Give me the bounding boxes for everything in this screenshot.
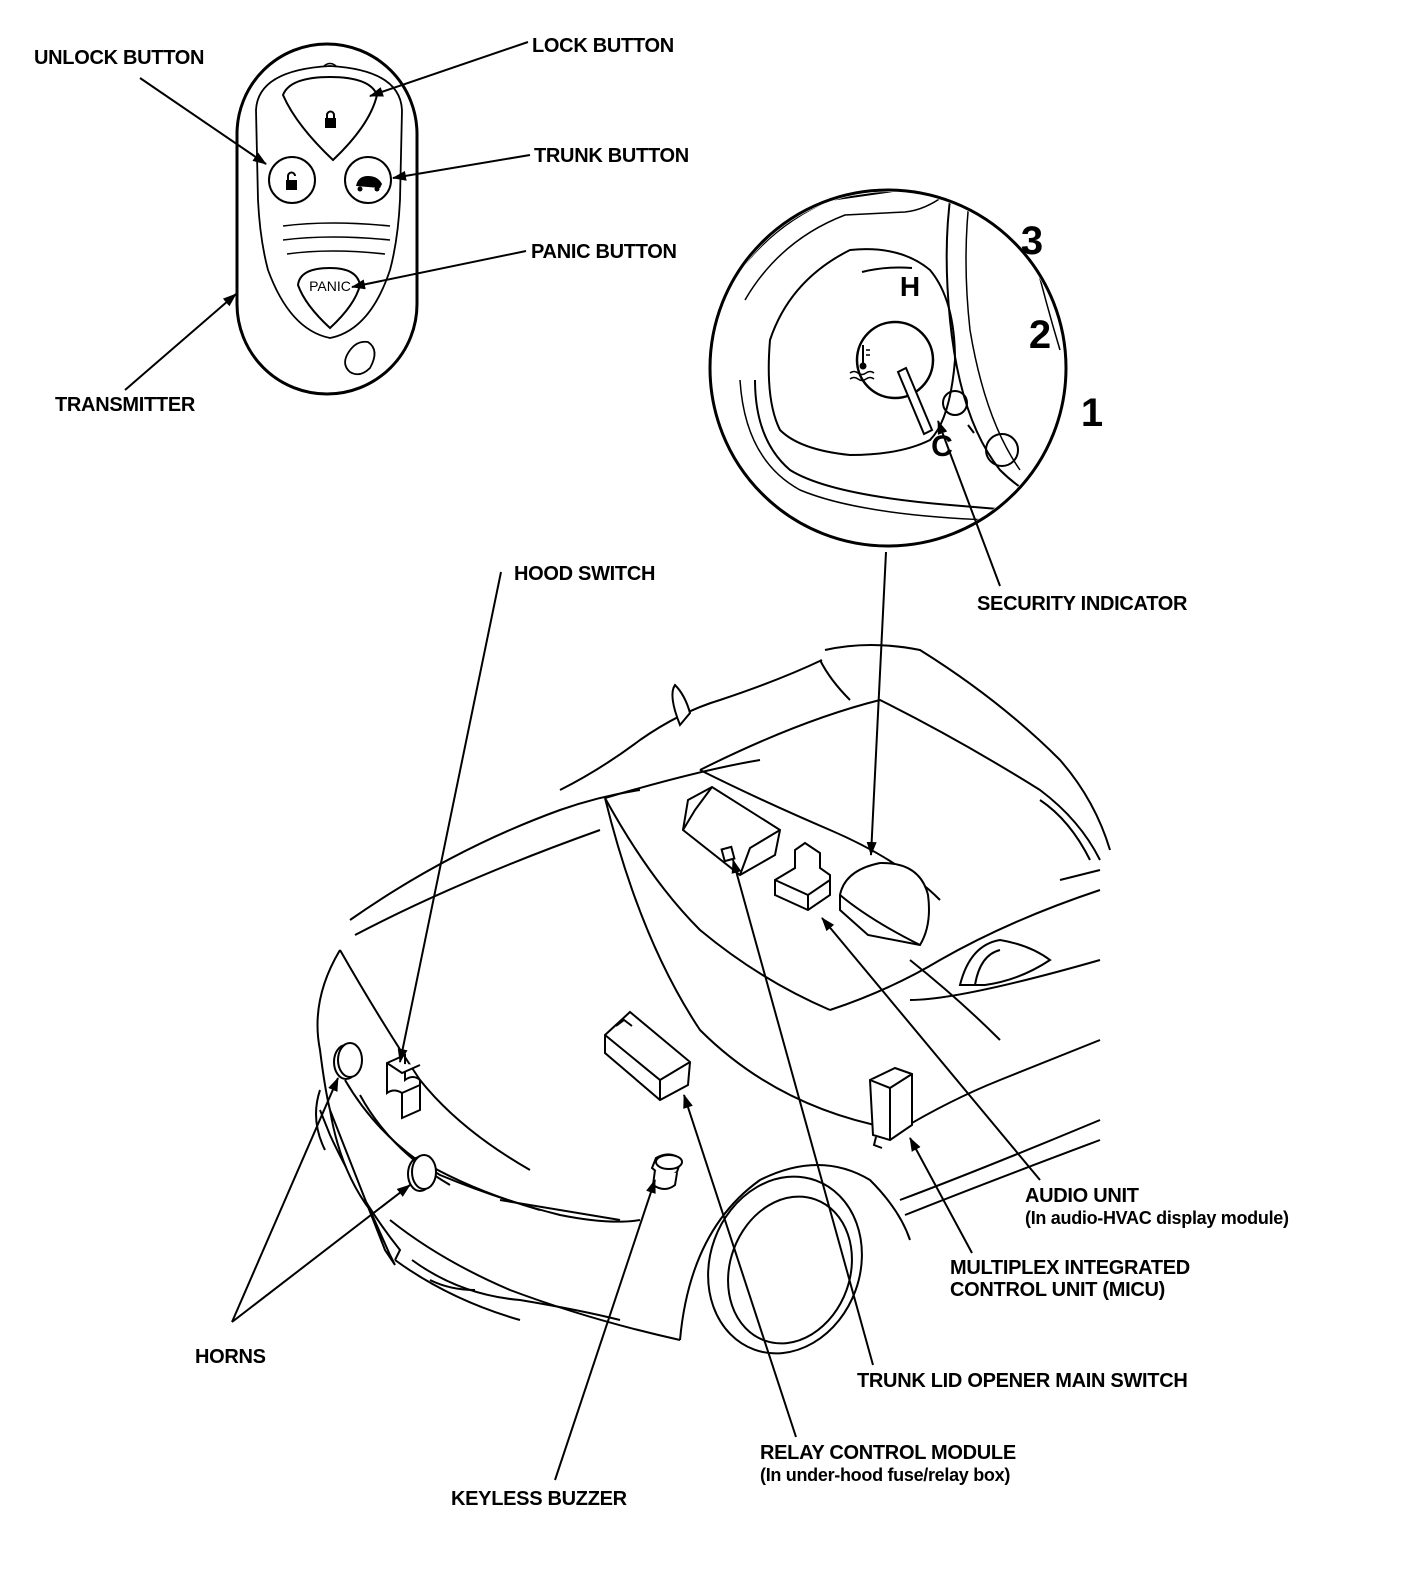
component-leader-lines [231, 420, 1041, 1481]
transmitter-label: TRANSMITTER [55, 394, 196, 416]
micu-label: MULTIPLEX INTEGRATED CONTROL UNIT (MICU) [950, 1257, 1190, 1301]
unlock-button-label: UNLOCK BUTTON [34, 47, 205, 69]
audio-unit-title: AUDIO UNIT [1025, 1185, 1139, 1207]
car-outline [315, 644, 1111, 1355]
micu-label-line1: MULTIPLEX INTEGRATED [950, 1257, 1190, 1279]
horns-label: HORNS [195, 1346, 266, 1368]
security-indicator-detail-circle: H C 3 2 1 [708, 188, 1103, 548]
transmitter-fob [235, 42, 419, 396]
unlock-icon [286, 171, 297, 190]
fob-leader-lines [124, 41, 531, 391]
relay-control-module-subtitle: (In under-hood fuse/relay box) [760, 1465, 1011, 1485]
trunk-car-icon [356, 176, 382, 192]
gauge-low-mark: C [931, 430, 953, 463]
security-indicator-lamp [942, 390, 968, 416]
gauge-number-2: 2 [1029, 313, 1051, 357]
trunk-lid-opener-switch-label: TRUNK LID OPENER MAIN SWITCH [857, 1370, 1188, 1392]
relay-control-module-label: RELAY CONTROL MODULE (In under-hood fuse… [760, 1442, 1016, 1486]
relay-control-module-title: RELAY CONTROL MODULE [760, 1442, 1016, 1464]
micu-component [868, 1066, 913, 1149]
horn-components [333, 1042, 437, 1192]
hood-switch-component [386, 1053, 421, 1120]
hood-switch-label: HOOD SWITCH [514, 563, 656, 585]
trunk-button-label: TRUNK BUTTON [534, 145, 689, 167]
micu-label-line2: CONTROL UNIT (MICU) [950, 1279, 1166, 1301]
panic-button-shape [296, 266, 362, 330]
trunk-button-shape [344, 156, 392, 204]
relay-control-module-component [604, 1010, 692, 1102]
security-indicator-label: SECURITY INDICATOR [977, 593, 1188, 615]
audio-unit-subtitle: (In audio-HVAC display module) [1025, 1208, 1289, 1228]
panic-button-text: PANIC [309, 278, 351, 294]
audio-unit-label: AUDIO UNIT (In audio-HVAC display module… [1025, 1185, 1289, 1229]
keyless-buzzer-component [650, 1153, 683, 1190]
gauge-high-mark: H [900, 271, 920, 302]
lock-button-shape [281, 75, 379, 162]
unlock-button-shape [268, 156, 316, 204]
lock-button-label: LOCK BUTTON [532, 35, 674, 57]
lock-icon [325, 110, 336, 128]
gauge-number-3: 3 [1021, 219, 1043, 263]
dash-components [681, 785, 930, 947]
keyless-buzzer-label: KEYLESS BUZZER [451, 1488, 627, 1510]
panic-button-label: PANIC BUTTON [531, 241, 677, 263]
gauge-number-1: 1 [1081, 391, 1103, 435]
